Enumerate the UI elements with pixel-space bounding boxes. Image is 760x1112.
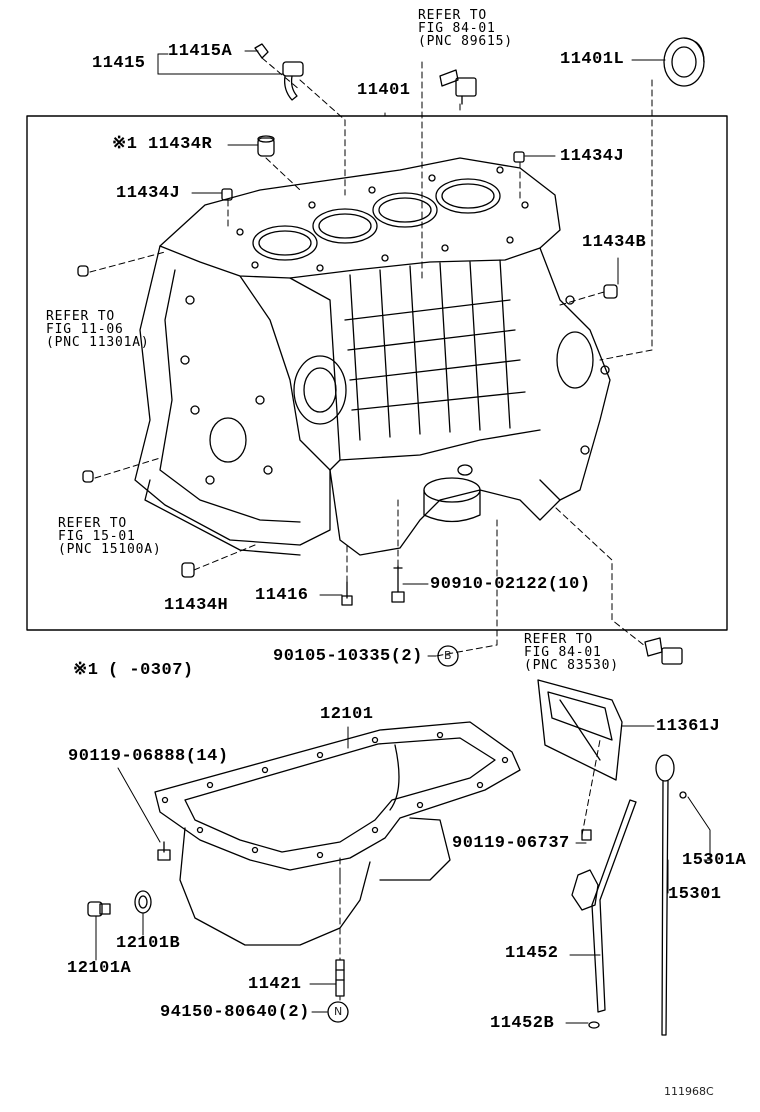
stud-11421-drawing	[335, 959, 345, 997]
footnote-mark-note: ※1	[73, 661, 99, 680]
circle-b-label: B	[444, 649, 452, 662]
label-90119-06888[interactable]: 90119-06888(14)	[68, 747, 229, 766]
circle-n-symbol	[327, 1001, 349, 1023]
label-11434J-top[interactable]: 11434J	[560, 147, 625, 166]
pin-11434R-drawing	[257, 135, 275, 157]
label-11434B[interactable]: 11434B	[582, 233, 647, 252]
oil-jet-11415-drawing	[254, 43, 304, 101]
label-11434H[interactable]: 11434H	[164, 596, 229, 615]
sensor-83530-drawing	[644, 637, 683, 665]
label-12101B[interactable]: 12101B	[116, 934, 181, 953]
refer-to-fig-11-06[interactable]: REFER TO FIG 11-06 (PNC 11301A)	[46, 310, 150, 349]
refer-to-fig-84-01-right[interactable]: REFER TO FIG 84-01 (PNC 83530)	[524, 633, 619, 672]
label-11415A[interactable]: 11415A	[168, 42, 233, 61]
label-11401L[interactable]: 11401L	[560, 50, 625, 69]
label-90119-06737[interactable]: 90119-06737	[452, 834, 570, 853]
pin-11434J-top-drawing	[513, 151, 525, 163]
label-12101A[interactable]: 12101A	[67, 959, 132, 978]
pin-11434J-left-drawing	[221, 188, 233, 201]
drain-plug-12101A-drawing	[87, 901, 111, 917]
refer-line: FIG 15-01	[58, 529, 136, 544]
refer-line: (PNC 15100A)	[58, 542, 162, 557]
oil-seal-11401L-drawing	[663, 37, 705, 87]
label-11421[interactable]: 11421	[248, 975, 302, 994]
leader-lines	[95, 50, 711, 1024]
figure-id: 111968C	[664, 1085, 714, 1098]
label-11401[interactable]: 11401	[357, 81, 411, 100]
refer-line: FIG 11-06	[46, 322, 124, 337]
label-90910-02122[interactable]: 90910-02122(10)	[430, 575, 591, 594]
refer-line: (PNC 83530)	[524, 658, 619, 673]
bolt-90119-06888-drawing	[157, 841, 171, 861]
label-15301A[interactable]: 15301A	[682, 851, 747, 870]
footnote-mark-1: ※1	[112, 135, 138, 154]
label-11434R[interactable]: 11434R	[148, 135, 213, 154]
block-group-frame	[26, 115, 728, 631]
refer-to-fig-15-01[interactable]: REFER TO FIG 15-01 (PNC 15100A)	[58, 517, 162, 556]
label-90105-10335[interactable]: 90105-10335(2)	[273, 647, 423, 666]
refer-line: REFER TO	[46, 309, 116, 324]
label-11434J-left[interactable]: 11434J	[116, 184, 181, 203]
label-94150-80640[interactable]: 94150-80640(2)	[160, 1003, 310, 1022]
dowel-pin-refer-2	[82, 470, 94, 483]
refer-line: (PNC 11301A)	[46, 335, 150, 350]
label-11361J[interactable]: 11361J	[656, 717, 721, 736]
refer-line: (PNC 89615)	[418, 34, 513, 49]
gasket-12101B-drawing	[134, 890, 152, 914]
bolt-11416-drawing	[341, 581, 353, 606]
label-12101[interactable]: 12101	[320, 705, 374, 724]
label-11452[interactable]: 11452	[505, 944, 559, 963]
pin-11434H-drawing	[181, 562, 195, 578]
dowel-pin-refer-1	[77, 265, 89, 277]
circle-n-label: N	[334, 1005, 343, 1018]
pin-11434B-drawing	[603, 284, 618, 299]
refer-to-fig-84-01-top[interactable]: REFER TO FIG 84-01 (PNC 89615)	[418, 9, 513, 48]
sensor-89615-drawing	[439, 69, 477, 105]
refer-line: FIG 84-01	[524, 645, 602, 660]
label-11415[interactable]: 11415	[92, 54, 146, 73]
dashed-lines	[89, 57, 653, 961]
bolt-90910-drawing	[391, 565, 405, 603]
baffle-11361J-drawing	[537, 679, 623, 781]
cylinder-block-drawing	[134, 157, 611, 556]
refer-line: REFER TO	[58, 516, 128, 531]
dipstick-15301-drawing	[655, 754, 687, 1036]
circle-b-symbol	[437, 645, 459, 667]
guide-11452-drawing	[571, 799, 637, 1029]
label-15301[interactable]: 15301	[668, 885, 722, 904]
label-11416[interactable]: 11416	[255, 586, 309, 605]
footnote-date-range: ( -0307)	[108, 661, 194, 680]
oil-pan-12101-drawing	[154, 721, 521, 946]
label-11452B[interactable]: 11452B	[490, 1014, 555, 1033]
refer-line: REFER TO	[524, 632, 594, 647]
refer-line: REFER TO	[418, 8, 488, 23]
refer-line: FIG 84-01	[418, 21, 496, 36]
